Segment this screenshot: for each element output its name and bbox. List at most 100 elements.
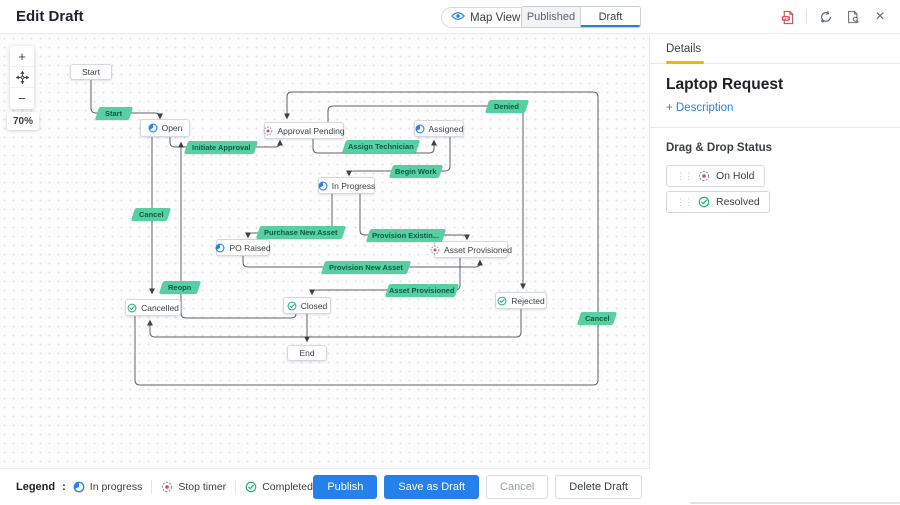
tab-details[interactable]: Details (666, 43, 702, 55)
status-node-label: Rejected (511, 295, 545, 306)
preview-document-icon[interactable] (845, 9, 861, 25)
delete-draft-button[interactable]: Delete Draft (555, 475, 642, 499)
transition-label-text: Denied (494, 102, 520, 111)
transition-label-text: Start (105, 109, 123, 118)
completed-icon (245, 481, 257, 493)
workflow-edge (147, 309, 522, 338)
zoom-in-button[interactable]: + (10, 46, 34, 67)
transition-label[interactable]: Reopn (158, 281, 202, 294)
status-node-label: In Progress (331, 180, 376, 191)
transition-label-text: Cancel (138, 210, 164, 219)
map-view-dropdown[interactable]: Map View (441, 7, 543, 28)
status-node-label: Asset Provisioned (443, 244, 513, 255)
footer-buttons: Publish Save as Draft Cancel Delete Draf… (313, 475, 642, 499)
workflow-edges (90, 80, 599, 386)
save-as-draft-button[interactable]: Save as Draft (384, 475, 480, 499)
in-progress-icon (215, 243, 225, 253)
legend-item-label: In progress (89, 481, 143, 493)
transition-label-text: Provision Existin... (372, 231, 440, 240)
transition-label[interactable]: Purchase New Asset (255, 226, 347, 239)
details-panel-tabs: Details (650, 34, 900, 64)
completed-icon (497, 296, 507, 306)
in-progress-icon (318, 181, 328, 191)
status-node-end[interactable]: End (287, 345, 327, 361)
status-node-open[interactable]: Open (140, 119, 190, 137)
transition-label[interactable]: Denied (484, 100, 530, 113)
transition-label-text: Begin Work (395, 167, 437, 176)
add-description-link[interactable]: + Description (666, 102, 734, 114)
status-node-label: Closed (300, 300, 328, 311)
status-node-label: Cancelled (141, 302, 179, 313)
status-node-closed[interactable]: Closed (283, 297, 331, 314)
status-node-cancelled[interactable]: Cancelled (125, 299, 181, 316)
divider (235, 480, 237, 494)
status-node-label: Start (82, 67, 100, 77)
drag-handle-icon[interactable]: ⋮⋮ (676, 196, 693, 207)
transition-label[interactable]: Cancel (130, 208, 172, 221)
stop-timer-icon (430, 245, 440, 255)
transition-label[interactable]: Start (94, 107, 134, 120)
status-node-label: PO Raised (229, 242, 271, 253)
legend-item-label: Stop timer (178, 481, 227, 493)
zoom-level-indicator: 70% (7, 112, 39, 130)
transition-label[interactable]: Initiate Approval (183, 141, 259, 154)
status-node-po-raised[interactable]: PO Raised (215, 239, 271, 256)
history-icon[interactable] (818, 9, 834, 25)
stop-timer-icon (263, 126, 273, 136)
status-node-asset-provisioned[interactable]: Asset Provisioned (430, 241, 512, 258)
legend-colon: : (62, 481, 66, 493)
transition-label-text: Reopn (168, 283, 192, 292)
draggable-status-resolved[interactable]: ⋮⋮ Resolved (666, 191, 770, 213)
completed-icon (698, 196, 710, 208)
map-view-label: Map View (470, 11, 521, 24)
transition-label-text: Assign Technician (348, 142, 414, 151)
drag-drop-status-header: Drag & Drop Status (666, 142, 773, 154)
pan-tool-button[interactable] (10, 67, 34, 88)
drag-handle-icon[interactable]: ⋮⋮ (676, 170, 693, 181)
status-node-start[interactable]: Start (70, 64, 112, 80)
footer-bar: Legend : In progress Stop timer Complete… (0, 468, 650, 505)
stop-timer-icon (161, 481, 173, 493)
transition-label[interactable]: Provision Existin... (365, 229, 447, 242)
legend-item-stop-timer: Stop timer (161, 481, 226, 493)
eye-icon (451, 11, 465, 24)
transition-label[interactable]: Cancel (576, 312, 618, 325)
transition-label-text: Purchase New Asset (264, 228, 338, 237)
transition-label[interactable]: Begin Work (388, 165, 444, 178)
status-node-assigned[interactable]: Assigned (414, 120, 464, 137)
divider (806, 10, 807, 24)
transition-label-text: Provision New Asset (329, 263, 403, 272)
divider (650, 127, 900, 128)
tab-draft[interactable]: Draft (581, 7, 640, 27)
zoom-out-button[interactable]: − (18, 91, 26, 106)
draft-published-tabs: Published Draft (521, 6, 641, 28)
tab-published[interactable]: Published (522, 7, 581, 27)
status-node-approval-pending[interactable]: Approval Pending (263, 122, 345, 139)
details-panel: Details Laptop Request + Description Dra… (650, 34, 900, 505)
transition-label[interactable]: Assign Technician (341, 140, 421, 153)
divider (151, 480, 153, 494)
transition-label[interactable]: Asset Provisioned (384, 284, 460, 297)
completed-icon (287, 301, 297, 311)
transition-label[interactable]: Provision New Asset (320, 261, 412, 274)
status-label: Resolved (716, 196, 760, 208)
cancel-button[interactable]: Cancel (486, 475, 549, 499)
status-node-in-progress[interactable]: In Progress (318, 177, 375, 194)
pdf-export-icon[interactable] (779, 9, 795, 25)
publish-button[interactable]: Publish (313, 475, 378, 499)
completed-icon (127, 303, 137, 313)
legend-item-in-progress: In progress (73, 481, 143, 493)
status-label: On Hold (716, 170, 755, 182)
legend-item-label: Completed (262, 481, 313, 493)
in-progress-icon (148, 123, 158, 133)
legend-item-completed: Completed (245, 481, 313, 493)
close-icon[interactable]: × (875, 8, 885, 25)
zoom-controls: + − (10, 46, 34, 109)
status-node-rejected[interactable]: Rejected (495, 292, 547, 309)
horizontal-scrollbar[interactable] (690, 502, 900, 504)
draggable-status-on-hold[interactable]: ⋮⋮ On Hold (666, 165, 765, 187)
header-icons: × (779, 0, 888, 34)
workflow-title: Laptop Request (666, 76, 784, 93)
